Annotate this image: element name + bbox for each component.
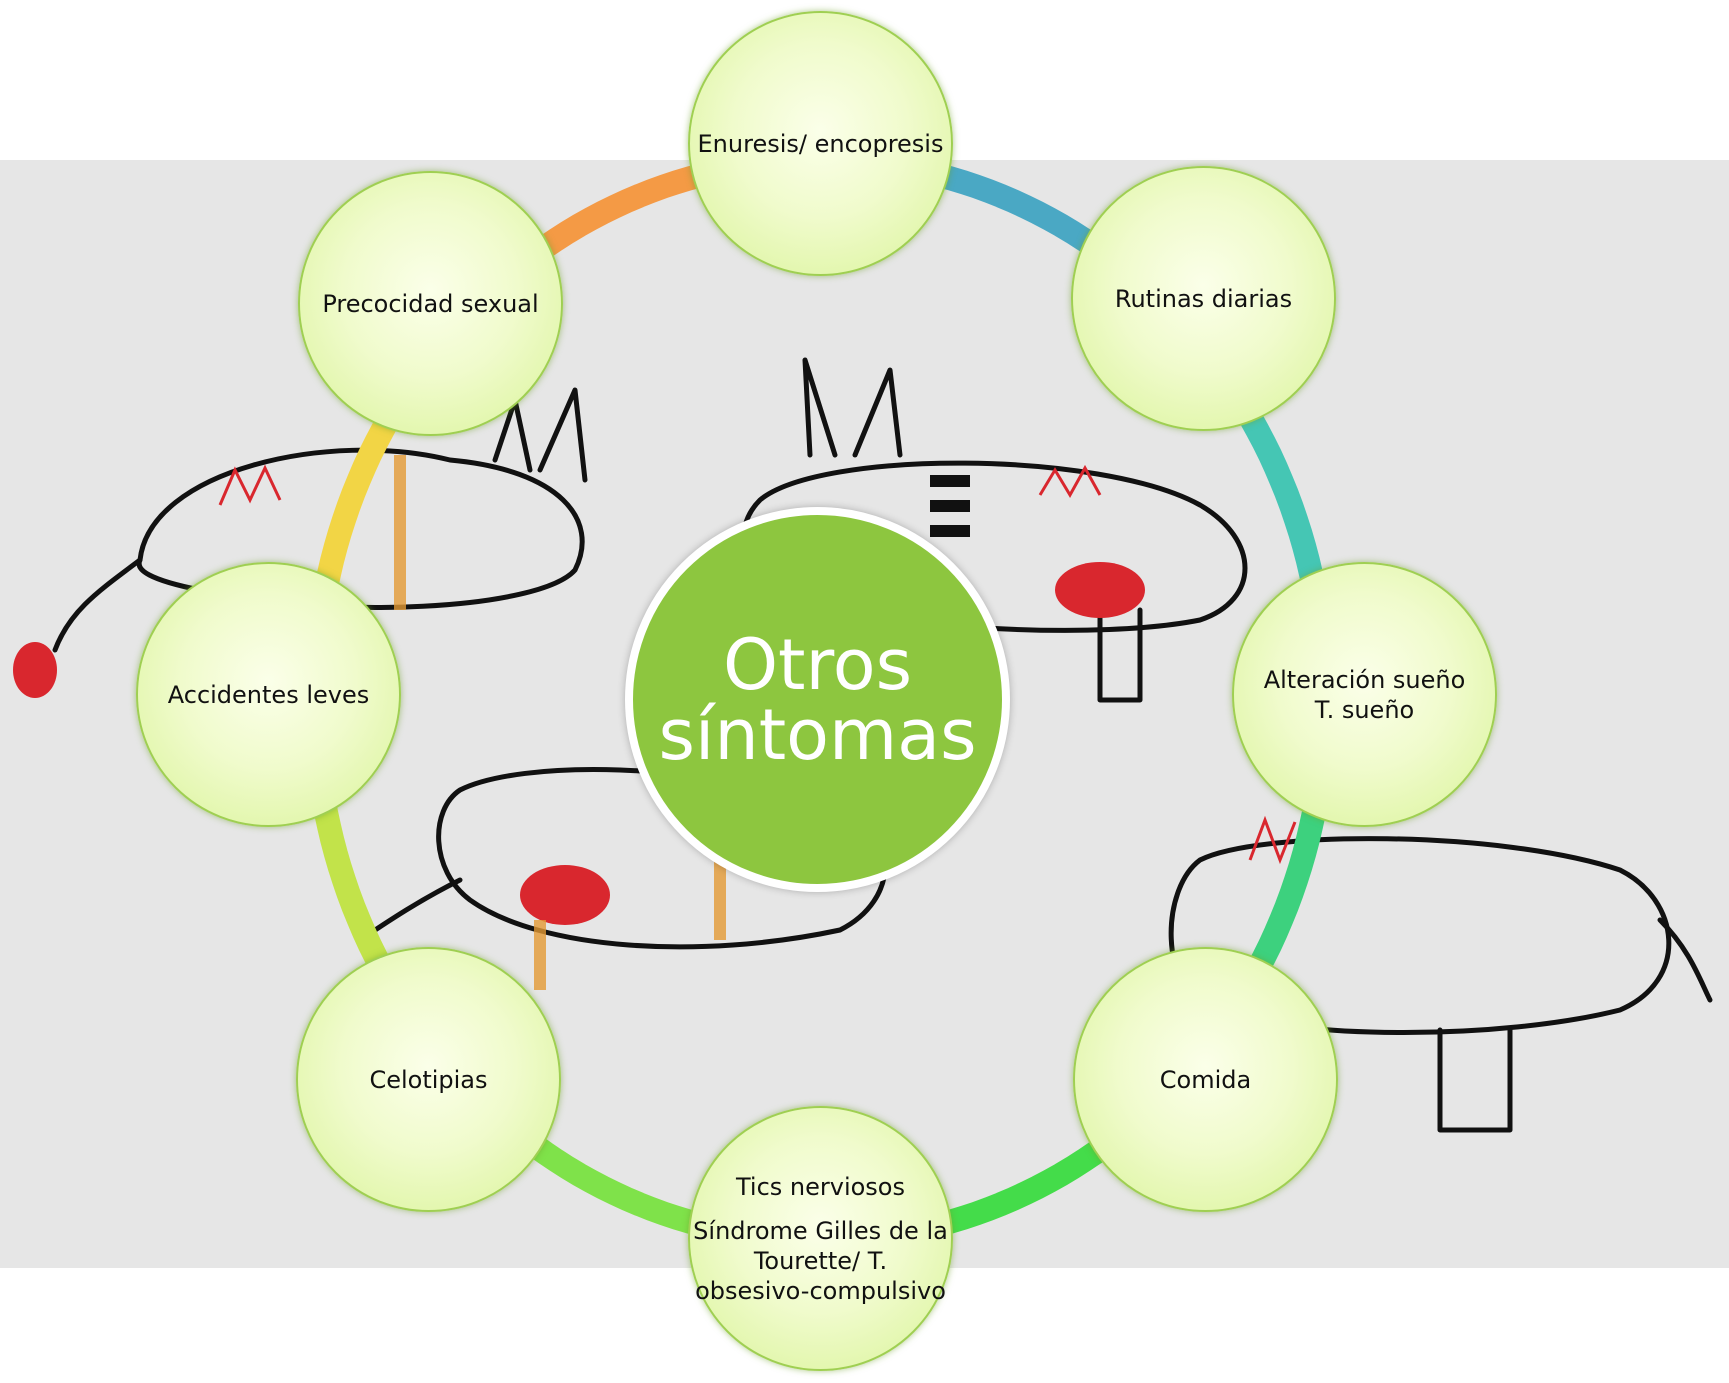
node-label: Comida (1159, 1065, 1252, 1094)
node-label: Accidentes leves (167, 680, 370, 709)
node-comida: Comida (1073, 947, 1338, 1212)
node-precocidad: Precocidad sexual (298, 171, 563, 436)
node-label: Precocidad sexual (322, 289, 539, 318)
center-title-line2: síntomas (658, 693, 977, 776)
center-circle: Otros síntomas (625, 507, 1010, 892)
node-label: obsesivo-compulsivo (695, 1276, 946, 1305)
node-label: Síndrome Gilles de la (693, 1216, 948, 1245)
node-celotipias: Celotipias (296, 947, 561, 1212)
node-label: Rutinas diarias (1114, 284, 1293, 313)
node-label: Tourette/ T. (753, 1246, 888, 1275)
node-enuresis: Enuresis/ encopresis (688, 11, 953, 276)
node-label: T. sueño (1314, 695, 1415, 724)
node-label: Celotipias (369, 1065, 488, 1094)
node-tics: Tics nerviosos Síndrome Gilles de la Tou… (688, 1106, 953, 1371)
node-accidentes: Accidentes leves (136, 562, 401, 827)
node-rutinas: Rutinas diarias (1071, 166, 1336, 431)
node-title: Tics nerviosos (735, 1172, 905, 1201)
node-sueno: Alteración sueño T. sueño (1232, 562, 1497, 827)
node-label: Alteración sueño (1263, 665, 1466, 694)
center-title-line1: Otros (722, 623, 913, 706)
node-label: Enuresis/ encopresis (697, 129, 944, 158)
